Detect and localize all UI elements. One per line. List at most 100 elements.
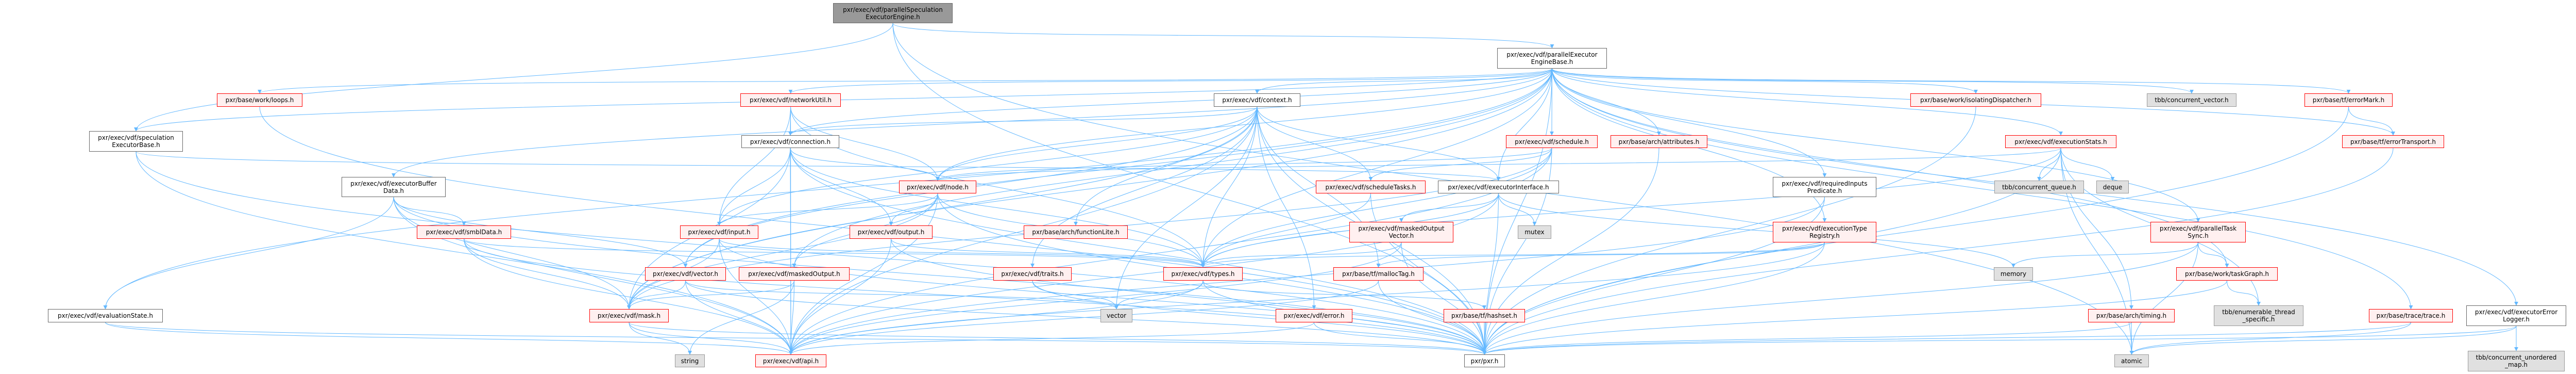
graph-node-pxr[interactable]: pxr/pxr.h — [1464, 354, 1505, 367]
edge-ptasksync-to-taskgraph — [2198, 242, 2229, 268]
edge-context-to-types — [1201, 106, 1258, 268]
edge-output-to-types — [891, 238, 1205, 268]
edge-trace-to-pxr — [1482, 322, 2411, 355]
graph-node-typereg[interactable]: pxr/exec/vdf/executionType Registry.h — [1773, 222, 1876, 242]
edge-peeb-to-context — [1255, 68, 1552, 94]
edge-bufdata-to-vectorh — [393, 197, 688, 268]
graph-node-errortransport[interactable]: pxr/base/tf/errorTransport.h — [2342, 135, 2444, 148]
edge-ptasksync-to-pxr — [1482, 242, 2198, 355]
graph-node-hashset[interactable]: pxr/base/tf/hashset.h — [1444, 309, 1525, 322]
edge-context-to-node — [936, 106, 1258, 181]
graph-node-funclite[interactable]: pxr/base/arch/functionLite.h — [1024, 225, 1128, 239]
graph-node-trace[interactable]: pxr/base/trace/trace.h — [2369, 309, 2453, 322]
graph-node-api[interactable]: pxr/exec/vdf/api.h — [755, 354, 826, 367]
edge-connection-to-input — [717, 148, 791, 226]
edge-vectorh-to-api — [685, 280, 793, 355]
edge-vectorh-to-mask — [627, 280, 686, 310]
graph-node-types[interactable]: pxr/exec/vdf/types.h — [1163, 267, 1243, 281]
graph-node-cqueue: tbb/concurrent_queue.h — [1994, 181, 2084, 193]
graph-node-schedtasks[interactable]: pxr/exec/vdf/scheduleTasks.h — [1316, 181, 1426, 193]
graph-node-memory: memory — [1994, 267, 2033, 281]
graph-node-error[interactable]: pxr/exec/vdf/error.h — [1276, 309, 1352, 322]
edge-timing-to-atomic — [2129, 322, 2134, 355]
edge-node-to-input — [717, 193, 938, 226]
graph-node-specbase[interactable]: pxr/exec/vdf/speculation ExecutorBase.h — [89, 131, 183, 152]
edge-peeb-to-evalstate — [103, 68, 1552, 310]
graph-node-peeb[interactable]: pxr/exec/vdf/parallelExecutor EngineBase… — [1497, 48, 1607, 69]
edge-schedule-to-pxr — [1482, 148, 1552, 355]
graph-node-execiface[interactable]: pxr/exec/vdf/executorInterface.h — [1438, 181, 1559, 193]
edge-specbase-to-execiface — [135, 151, 1501, 181]
edge-peeb-to-node — [936, 68, 1552, 181]
graph-node-malloctag[interactable]: pxr/base/tf/mallocTag.h — [1333, 267, 1423, 281]
edge-node-to-api — [789, 193, 938, 355]
edge-schedule-to-types — [1201, 148, 1552, 268]
graph-node-loops[interactable]: pxr/base/work/loops.h — [217, 93, 302, 107]
edge-taskgraph-to-pxr — [1482, 280, 2227, 355]
edge-peeb-to-connection — [788, 68, 1552, 136]
edge-node-to-mask — [627, 193, 938, 310]
edge-execiface-to-mutex — [1498, 193, 1537, 226]
graph-node-taskgraph[interactable]: pxr/base/work/taskGraph.h — [2176, 267, 2278, 281]
edge-execstats-to-node — [936, 148, 2061, 181]
edge-peeb-to-bufdata — [392, 68, 1552, 177]
graph-node-ptasksync[interactable]: pxr/exec/vdf/parallelTask Sync.h — [2150, 222, 2246, 242]
edge-typereg-to-api — [789, 242, 1825, 355]
edge-bufdata-to-mask — [393, 197, 631, 310]
edge-schedule-to-schedtasks — [1368, 148, 1552, 181]
edge-smbl-to-mask — [464, 238, 631, 310]
graph-node-movector[interactable]: pxr/exec/vdf/maskedOutput Vector.h — [1349, 222, 1453, 242]
edge-vectorh-to-vector — [685, 280, 1118, 310]
graph-node-cvector: tbb/concurrent_vector.h — [2147, 93, 2236, 107]
edge-schedtasks-to-types — [1201, 193, 1371, 268]
graph-node-schedule[interactable]: pxr/exec/vdf/schedule.h — [1506, 135, 1598, 148]
edge-ptasksync-to-atomic — [2129, 242, 2198, 355]
graph-node-errormark[interactable]: pxr/base/tf/errorMark.h — [2304, 93, 2393, 107]
edge-traits-to-pxr — [1032, 280, 1487, 355]
graph-node-netutil[interactable]: pxr/exec/vdf/networkUtil.h — [740, 93, 841, 107]
graph-node-mask[interactable]: pxr/exec/vdf/mask.h — [589, 309, 669, 322]
graph-node-attributes[interactable]: pxr/base/arch/attributes.h — [1611, 135, 1707, 148]
edge-smbl-to-pxr — [464, 238, 1487, 355]
edge-typereg-to-pxr — [1482, 242, 1825, 355]
edge-types-to-vector — [1114, 280, 1204, 310]
edge-peeb-to-isodisp — [1552, 68, 1978, 94]
graph-node-execstats[interactable]: pxr/exec/vdf/executionStats.h — [2005, 135, 2116, 148]
edge-errortransport-to-pxr — [1482, 148, 2394, 355]
edge-connection-to-types — [790, 148, 1205, 268]
edge-specbase-to-api — [135, 151, 793, 355]
edge-context-to-schedtasks — [1257, 106, 1373, 181]
edge-connection-to-output — [790, 148, 893, 226]
edge-peeb-to-types — [1201, 68, 1552, 268]
graph-node-psee[interactable]: pxr/exec/vdf/parallelSpeculation Executo… — [833, 3, 953, 23]
edge-peeb-to-execstats — [1552, 68, 2063, 136]
edge-trace-to-atomic — [2129, 322, 2411, 355]
graph-node-evalstate[interactable]: pxr/exec/vdf/evaluationState.h — [48, 309, 163, 322]
graph-node-isodisp[interactable]: pxr/base/work/isolatingDispatcher.h — [1910, 93, 2041, 107]
graph-node-node[interactable]: pxr/exec/vdf/node.h — [899, 181, 976, 193]
graph-node-reqinputs[interactable]: pxr/exec/vdf/requiredInputs Predicate.h — [1773, 177, 1876, 197]
graph-node-vectorh[interactable]: pxr/exec/vdf/vector.h — [645, 267, 726, 281]
graph-node-context[interactable]: pxr/exec/vdf/context.h — [1214, 93, 1300, 107]
graph-node-input[interactable]: pxr/exec/vdf/input.h — [680, 225, 758, 239]
edge-movector-to-api — [789, 242, 1402, 355]
graph-node-connection[interactable]: pxr/exec/vdf/connection.h — [741, 135, 839, 148]
graph-node-timing[interactable]: pxr/base/arch/timing.h — [2088, 309, 2175, 322]
edge-connection-to-pxr — [790, 148, 1487, 355]
edge-smbl-to-types — [464, 238, 1205, 268]
graph-node-bufdata[interactable]: pxr/exec/vdf/executorBuffer Data.h — [342, 177, 446, 197]
graph-node-string: string — [675, 354, 705, 367]
graph-node-traits[interactable]: pxr/exec/vdf/traits.h — [993, 267, 1072, 281]
edge-execiface-to-memory — [1498, 193, 2015, 268]
edge-error-to-pxr — [1314, 322, 1487, 355]
edge-output-to-api — [789, 238, 891, 355]
edge-connection-to-node — [790, 148, 940, 181]
graph-node-smbl[interactable]: pxr/exec/vdf/smblData.h — [417, 225, 511, 239]
edge-maskedout-to-string — [688, 280, 794, 355]
graph-node-errlogger[interactable]: pxr/exec/vdf/executorError Logger.h — [2466, 305, 2566, 326]
graph-node-maskedout[interactable]: pxr/exec/vdf/maskedOutput.h — [739, 267, 850, 281]
graph-node-output[interactable]: pxr/exec/vdf/output.h — [850, 225, 933, 239]
edge-bufdata-to-pxr — [393, 197, 1487, 355]
edge-peeb-to-attributes — [1552, 68, 1661, 136]
edge-output-to-pxr — [891, 238, 1487, 355]
